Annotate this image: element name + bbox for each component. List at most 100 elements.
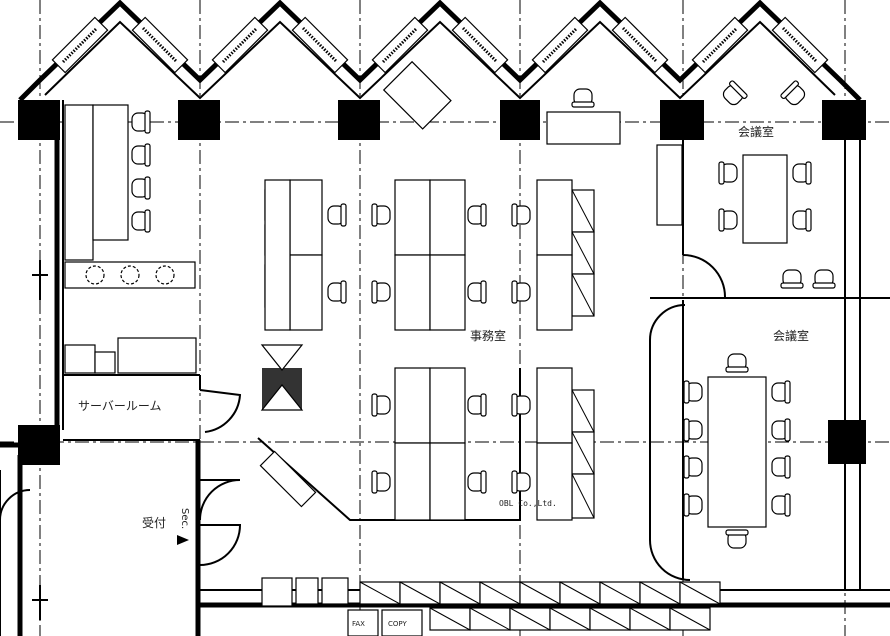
server-room-label: サーバールーム	[78, 399, 162, 413]
meeting-room-1-label: 会議室	[738, 124, 774, 139]
chair-back	[718, 161, 725, 185]
cabinet-diagonal	[429, 607, 471, 631]
desk	[289, 254, 323, 331]
chair-icon	[683, 418, 703, 442]
chair-back	[725, 366, 749, 373]
desk	[536, 254, 573, 331]
side-cabinet	[571, 231, 595, 275]
desk	[429, 442, 466, 521]
chair-back	[511, 280, 518, 304]
chair-back	[805, 208, 812, 232]
cabinet-diagonal	[629, 607, 671, 631]
facade-window	[211, 16, 269, 74]
security-arrow-icon	[177, 535, 189, 545]
desk	[429, 179, 466, 256]
facade-window	[691, 16, 749, 74]
cabinet-diagonal	[469, 607, 511, 631]
chair-back	[784, 455, 791, 479]
window-louver	[141, 26, 179, 64]
chair-back	[144, 143, 151, 167]
chair-icon	[511, 280, 531, 304]
chair-back	[340, 280, 347, 304]
chair-back	[571, 101, 595, 108]
chair-back	[340, 203, 347, 227]
chair-icon	[792, 208, 812, 232]
desk	[536, 179, 573, 256]
side-cabinet	[469, 607, 511, 631]
cabinet-diagonal	[679, 581, 721, 605]
facade-window	[51, 16, 109, 74]
chair-back	[784, 380, 791, 404]
cabinet-diagonal	[571, 431, 595, 475]
facade-window	[291, 16, 349, 74]
room-labels: 会議室 会議室 事務室 サーバールーム 受付 Sec. FAX COPY OBL…	[78, 124, 809, 628]
facade-window	[611, 16, 669, 74]
chair-back	[371, 280, 378, 304]
chair-back	[144, 209, 151, 233]
side-cabinet	[669, 607, 711, 631]
chair-icon	[131, 110, 151, 134]
chair-back	[683, 493, 690, 517]
desk	[394, 254, 431, 331]
cabinet-diagonal	[639, 581, 681, 605]
facade-window	[451, 16, 509, 74]
copy-label: COPY	[388, 620, 407, 628]
chair-icon	[371, 280, 391, 304]
desk	[394, 367, 431, 444]
zigzag-facade	[18, 0, 862, 102]
cabinet-diagonal	[509, 607, 551, 631]
cabinet-diagonal	[669, 607, 711, 631]
chair-icon	[771, 455, 791, 479]
cabinet-diagonal	[571, 389, 595, 433]
chair-back	[683, 418, 690, 442]
desk	[394, 442, 431, 521]
meeting-room-2-label: 会議室	[773, 328, 809, 343]
desk	[536, 367, 573, 444]
cabinet-diagonal	[571, 231, 595, 275]
cabinet-diagonal	[571, 189, 595, 233]
chair-icon	[467, 393, 487, 417]
side-cabinet	[429, 607, 471, 631]
cabinet-diagonal	[519, 581, 561, 605]
chair-back	[683, 455, 690, 479]
chair-icon	[467, 203, 487, 227]
chair-icon	[725, 529, 749, 549]
chair-back	[784, 493, 791, 517]
desk	[429, 367, 466, 444]
chair-icon	[718, 161, 738, 185]
cabinet-diagonal	[571, 273, 595, 317]
side-cabinet	[439, 581, 481, 605]
chair-back	[144, 110, 151, 134]
chair-icon	[722, 80, 748, 106]
side-cabinet	[519, 581, 561, 605]
chair-icon	[771, 380, 791, 404]
chair-back	[371, 470, 378, 494]
side-cabinet	[559, 581, 601, 605]
cabinet-diagonal	[589, 607, 631, 631]
desk	[264, 179, 291, 331]
chair-icon	[511, 470, 531, 494]
chair-icon	[371, 470, 391, 494]
chair-back	[480, 470, 487, 494]
facade-window	[131, 16, 189, 74]
chair-back	[144, 176, 151, 200]
chair-icon	[467, 470, 487, 494]
chair-back	[805, 161, 812, 185]
window-louver	[781, 26, 819, 64]
cabinet-diagonal	[549, 607, 591, 631]
facade-window	[771, 16, 829, 74]
desk	[429, 254, 466, 331]
chair-icon	[780, 269, 804, 289]
chair-back	[780, 282, 804, 289]
desk	[289, 179, 323, 256]
chair-back	[371, 393, 378, 417]
desk	[536, 442, 573, 521]
chair-icon	[725, 353, 749, 373]
chair-icon	[511, 393, 531, 417]
side-cabinet	[571, 189, 595, 233]
chair-back	[780, 80, 800, 100]
chair-icon	[683, 493, 703, 517]
doors[interactable]	[0, 254, 726, 581]
chair-back	[784, 418, 791, 442]
